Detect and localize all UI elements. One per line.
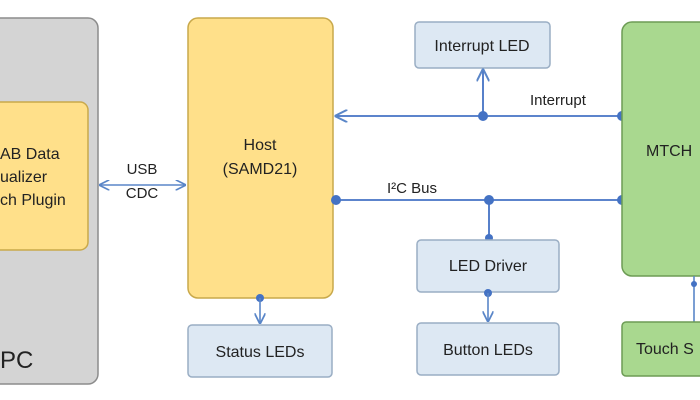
plugin-label-line-3: ch Plugin	[0, 192, 66, 209]
host-label: Host	[244, 137, 277, 154]
status-leds-block	[187, 324, 333, 378]
status-leds-label: Status LEDs	[216, 344, 305, 361]
plugin-label-line-2: ualizer	[0, 169, 48, 186]
button-leds-label: Button LEDs	[443, 342, 533, 359]
host-chip-label: (SAMD21)	[223, 161, 298, 178]
touch-sensor-label: Touch S	[636, 341, 694, 358]
cdc-label: CDC	[126, 185, 159, 202]
host-block	[187, 17, 334, 299]
interrupt-line-label: Interrupt	[530, 92, 587, 109]
data-visualizer-plugin-block	[0, 101, 89, 251]
led-driver-label: LED Driver	[449, 258, 528, 275]
interrupt-led-label: Interrupt LED	[434, 38, 529, 55]
mtch-block	[621, 21, 700, 277]
button-leds-block	[416, 322, 560, 376]
touch-sensor-link-end	[691, 281, 697, 287]
mtch-label: MTCH	[646, 143, 692, 160]
i2c-bus-label: I²C Bus	[387, 180, 437, 197]
i2c-host-end	[331, 195, 341, 205]
touch-sensor-block	[621, 321, 700, 377]
interrupt-led-block	[414, 21, 551, 69]
pc-label: PC	[0, 347, 33, 374]
plugin-label-line-1: AB Data	[0, 146, 60, 163]
usb-label: USB	[127, 161, 158, 178]
interrupt-junction	[478, 111, 488, 121]
